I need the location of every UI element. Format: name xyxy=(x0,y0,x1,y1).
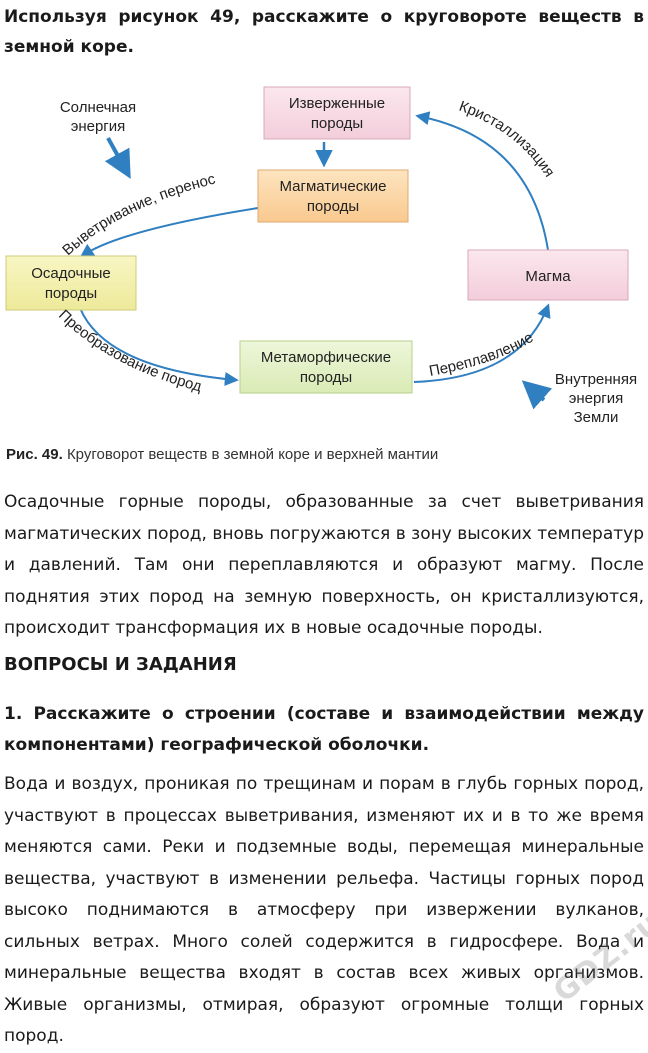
remelting-text: Переплавление xyxy=(428,329,537,380)
magma-label: Магма xyxy=(525,268,571,285)
transformation-label: Преобразование пород xyxy=(55,307,204,396)
question-1: 1. Расскажите о строении (составе и взаи… xyxy=(4,704,644,755)
remelting-label: Переплавление xyxy=(428,329,537,380)
internal-energy-arrow xyxy=(521,380,553,410)
magma-box: Магма xyxy=(467,249,629,301)
arrow-metamorphic-to-magma xyxy=(413,303,551,383)
igneous-line1: Изверженные xyxy=(289,95,385,112)
magmatic-line1: Магматические xyxy=(280,178,387,195)
solar-energy-line2: энергия xyxy=(71,118,126,135)
solar-energy-arrow xyxy=(104,137,131,179)
arrow-sedimentary-to-metamorphic xyxy=(79,307,239,386)
crystallization-text: Кристаллизация xyxy=(457,98,558,181)
transformation-text: Преобразование пород xyxy=(55,307,204,396)
answer-paragraph-2: Вода и воздух, проникая по трещинам и по… xyxy=(4,774,644,1046)
caption-text: Круговорот веществ в земной коре и верхн… xyxy=(66,446,439,463)
section-title: ВОПРОСЫ И ЗАДАНИЯ xyxy=(4,654,237,675)
magmatic-rocks-box: Магматические породы xyxy=(257,169,409,223)
caption-number: Рис. 49. xyxy=(6,446,63,463)
igneous-line2: породы xyxy=(311,115,363,132)
solar-energy-line1: Солнечная xyxy=(60,99,136,116)
sedimentary-line1: Осадочные xyxy=(31,265,111,282)
metamorphic-line2: породы xyxy=(300,369,352,386)
weathering-label: Выветривание, перенос xyxy=(59,170,217,258)
sedimentary-rocks-box: Осадочные породы xyxy=(5,255,137,311)
internal-energy-line1: Внутренняя xyxy=(555,371,637,388)
metamorphic-line1: Метаморфические xyxy=(261,349,391,366)
arrow-magmatic-to-sedimentary xyxy=(79,207,259,258)
crystallization-label: Кристаллизация xyxy=(457,98,558,181)
rock-cycle-figure: Изверженные породы Магматические породы … xyxy=(0,78,648,478)
figure-caption: Рис. 49. Круговорот веществ в земной кор… xyxy=(6,446,438,463)
weathering-text: Выветривание, перенос xyxy=(59,170,217,258)
magmatic-line2: породы xyxy=(307,198,359,215)
internal-energy-line2: энергия xyxy=(569,390,624,407)
sedimentary-line2: породы xyxy=(45,285,97,302)
rock-cycle-diagram: Изверженные породы Магматические породы … xyxy=(5,86,637,426)
igneous-rocks-box: Изверженные породы xyxy=(263,86,411,140)
question-title: Используя рисунок 49, расскажите о круго… xyxy=(4,7,644,57)
metamorphic-rocks-box: Метаморфические породы xyxy=(239,340,413,394)
answer-paragraph-1: Осадочные горные породы, образованные за… xyxy=(4,492,644,638)
arrow-magma-to-igneous xyxy=(415,111,549,251)
internal-energy-line3: Земли xyxy=(574,409,619,426)
